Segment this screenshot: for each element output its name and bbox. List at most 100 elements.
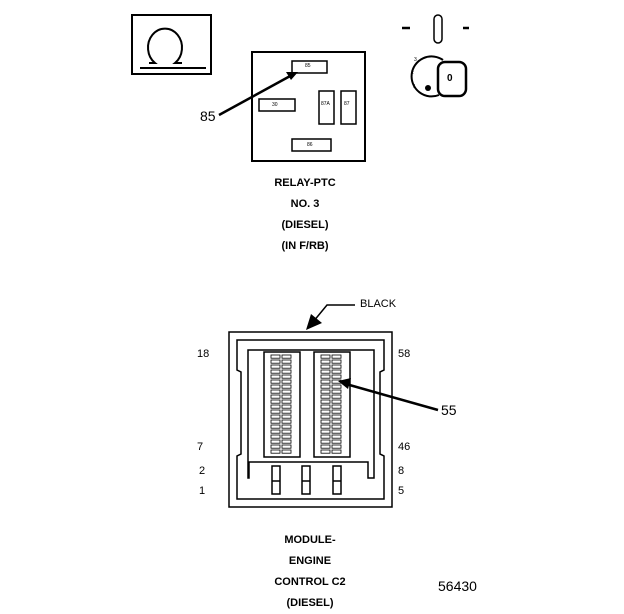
ignition-key-icon <box>402 14 469 98</box>
connector-cavity <box>281 369 292 374</box>
relay-caption-line: (DIESEL) <box>281 219 329 231</box>
connector-cavity <box>270 414 281 419</box>
ignition-key-label: 0 <box>447 73 453 84</box>
connector-callout-arrow <box>338 378 439 412</box>
connector-cavity <box>281 374 292 379</box>
connector-cavity <box>270 364 281 369</box>
connector-cavities-right <box>320 354 342 454</box>
pin-number-low-right: 8 <box>398 465 405 477</box>
ohm-symbol-icon <box>131 14 212 75</box>
relay-terminal-85 <box>291 60 328 74</box>
connector-cavity <box>281 419 292 424</box>
connector-callout-label: 55 <box>441 402 457 418</box>
connector-cavities-left <box>270 354 292 454</box>
relay-terminal-86 <box>291 138 332 152</box>
relay-caption-line: (IN F/RB) <box>281 240 329 252</box>
connector-cavity <box>331 404 342 409</box>
connector-color-leader <box>306 304 355 330</box>
relay-terminal-85-label: 85 <box>305 63 311 69</box>
relay-terminal-30-label: 30 <box>272 102 278 108</box>
relay-caption-line: RELAY-PTC <box>274 177 336 189</box>
connector-cavity <box>331 374 342 379</box>
connector-cavity <box>270 404 281 409</box>
relay-terminal-87a-label: 87A <box>321 101 330 107</box>
relay-terminal-87-label: 87 <box>344 101 350 107</box>
connector-cavity <box>331 359 342 364</box>
connector-color-label: BLACK <box>360 298 397 310</box>
connector-cavity <box>281 394 292 399</box>
pin-number-bottom-right: 5 <box>398 485 405 497</box>
connector-cavity <box>281 384 292 389</box>
connector-cavity <box>270 439 281 444</box>
connector-cavity <box>320 434 331 439</box>
engine-control-c2-connector <box>228 331 393 508</box>
connector-cavity <box>331 424 342 429</box>
connector-cavity <box>320 404 331 409</box>
connector-cavity <box>331 434 342 439</box>
connector-cavity <box>331 444 342 449</box>
relay-ptc-body <box>251 51 366 162</box>
pin-number-mid-left: 7 <box>197 441 204 453</box>
connector-cavity <box>320 354 331 359</box>
connector-cavity <box>281 424 292 429</box>
connector-cavity <box>320 414 331 419</box>
connector-caption-line: (DIESEL) <box>286 597 334 609</box>
connector-cavity <box>270 444 281 449</box>
pin-number-top-right: 58 <box>398 348 411 360</box>
connector-cavity <box>281 359 292 364</box>
connector-cavity <box>320 359 331 364</box>
connector-cavity <box>331 409 342 414</box>
connector-cavity <box>331 449 342 454</box>
connector-cavity <box>320 429 331 434</box>
connector-cavity <box>270 399 281 404</box>
connector-cavity <box>281 399 292 404</box>
relay-terminal-30 <box>258 98 296 112</box>
relay-callout-label: 85 <box>200 108 216 124</box>
connector-cavity <box>270 374 281 379</box>
connector-cavity <box>320 444 331 449</box>
ignition-position-2: 2 <box>411 70 414 76</box>
connector-cavity <box>270 449 281 454</box>
connector-cavity <box>270 354 281 359</box>
relay-caption-line: NO. 3 <box>290 198 320 210</box>
connector-caption-line: MODULE- <box>284 534 336 546</box>
ignition-position-1: 1 <box>413 84 416 90</box>
connector-cavity <box>320 424 331 429</box>
connector-cavity <box>270 394 281 399</box>
connector-cavity <box>320 409 331 414</box>
connector-cavity <box>270 384 281 389</box>
connector-cavity <box>281 404 292 409</box>
relay-terminal-87a <box>318 90 335 125</box>
connector-cavity <box>270 379 281 384</box>
connector-cavity <box>320 389 331 394</box>
pin-number-low-left: 2 <box>199 465 206 477</box>
connector-cavity <box>331 369 342 374</box>
connector-cavity <box>281 379 292 384</box>
connector-caption-line: CONTROL C2 <box>274 576 346 588</box>
connector-cavity <box>331 389 342 394</box>
connector-cavity <box>320 384 331 389</box>
relay-callout-arrow <box>218 72 298 117</box>
connector-cavity <box>270 419 281 424</box>
connector-cavity <box>320 419 331 424</box>
connector-cavity <box>331 439 342 444</box>
connector-cavity <box>320 379 331 384</box>
connector-cavity <box>331 414 342 419</box>
connector-cavity <box>320 369 331 374</box>
connector-cavity <box>320 394 331 399</box>
connector-cavity <box>320 449 331 454</box>
connector-cavity <box>331 354 342 359</box>
connector-cavity <box>281 449 292 454</box>
connector-caption-line: ENGINE <box>288 555 332 567</box>
connector-cavity <box>281 444 292 449</box>
connector-cavity <box>281 414 292 419</box>
connector-cavity <box>270 389 281 394</box>
connector-cavity <box>331 429 342 434</box>
connector-cavity <box>270 434 281 439</box>
wiring-diagram <box>131 14 469 508</box>
connector-cavity <box>281 439 292 444</box>
ignition-position-3: 3 <box>414 57 417 63</box>
connector-cavity <box>281 364 292 369</box>
relay-terminal-86-label: 86 <box>307 142 313 148</box>
connector-cavity <box>331 394 342 399</box>
